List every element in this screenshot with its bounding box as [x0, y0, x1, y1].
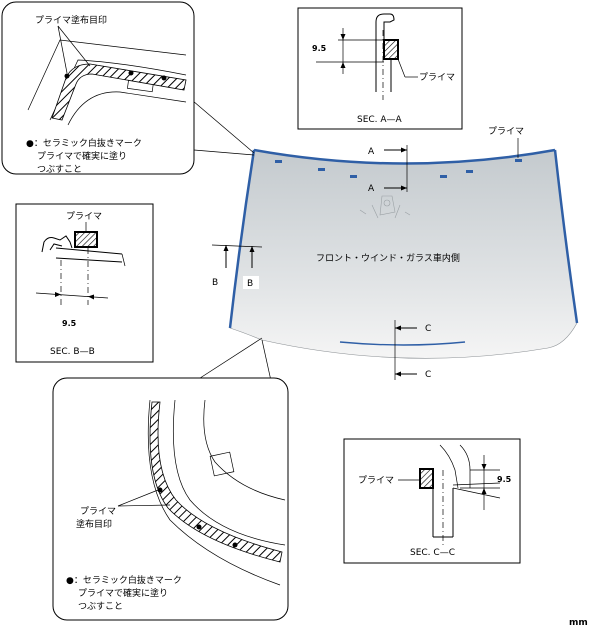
section-a-markers: A A [368, 145, 408, 194]
primer-mark-label-bottom-line2: 塗布目印 [76, 518, 112, 530]
ceramic-note-line1-bottom: ●：セラミック白抜きマーク [66, 574, 182, 586]
ceramic-marks [275, 159, 522, 178]
ceramic-note-line3-bottom: つぶすこと [78, 601, 123, 612]
primer-mark-label-bottom-line1: プライマ [80, 506, 116, 517]
svg-text:A: A [368, 147, 375, 157]
dim-b: 9.5 [62, 319, 77, 328]
primer-edge-right [553, 149, 579, 324]
unit-label: mm [569, 618, 588, 628]
svg-text:プライマ: プライマ [419, 72, 455, 83]
windshield: フロント・ウインド・ガラス車内側 [228, 148, 579, 359]
ceramic-note-line2-bottom: プライマで確実に塗り [78, 587, 168, 599]
section-c-c-box: プライマ 9.5 SEC. C—C [343, 438, 521, 564]
svg-text:プライマ: プライマ [358, 475, 394, 486]
section-b-markers: B B [211, 244, 263, 289]
sec-b-title: SEC. B—B [50, 347, 95, 357]
svg-text:プライマ: プライマ [66, 211, 102, 222]
svg-text:B: B [247, 279, 253, 289]
detail-callout-top-left: プライマ塗布目印 ●：セラミック白抜きマーク プライマで確実に塗り つぶすこと [1, 1, 255, 175]
primer-edge-left [228, 149, 256, 329]
sec-c-title: SEC. C—C [410, 548, 455, 558]
dim-a: 9.5 [312, 44, 327, 53]
ceramic-note-line3-top: つぶすこと [37, 164, 82, 175]
section-a-a-box: プライマ 9.5 SEC. A—A [297, 7, 463, 130]
mirror-mount-area [359, 195, 411, 219]
dim-c: 9.5 [497, 475, 512, 484]
glass-inside-label: フロント・ウインド・ガラス車内側 [316, 252, 460, 264]
primer-mark-label-top: プライマ塗布目印 [35, 14, 107, 26]
svg-text:A: A [368, 184, 375, 194]
svg-text:C: C [425, 324, 431, 334]
primer-edge-bottom-mark [339, 341, 466, 346]
ceramic-note-line1-top: ●：セラミック白抜きマーク [26, 137, 142, 149]
primer-edge-top [253, 148, 556, 165]
svg-text:C: C [425, 370, 431, 380]
section-c-markers: C C [394, 320, 431, 380]
detail-callout-bottom-left: プライマ 塗布目印 ●：セラミック白抜きマーク プライマで確実に塗り つぶすこと [52, 337, 289, 621]
svg-text:B: B [212, 278, 218, 288]
ceramic-note-line2-top: プライマで確実に塗り [37, 150, 127, 162]
primer-label-top: プライマ [488, 126, 524, 137]
sec-a-title: SEC. A—A [357, 115, 403, 125]
section-b-b-box: プライマ 9.5 SEC. B—B [15, 203, 154, 363]
